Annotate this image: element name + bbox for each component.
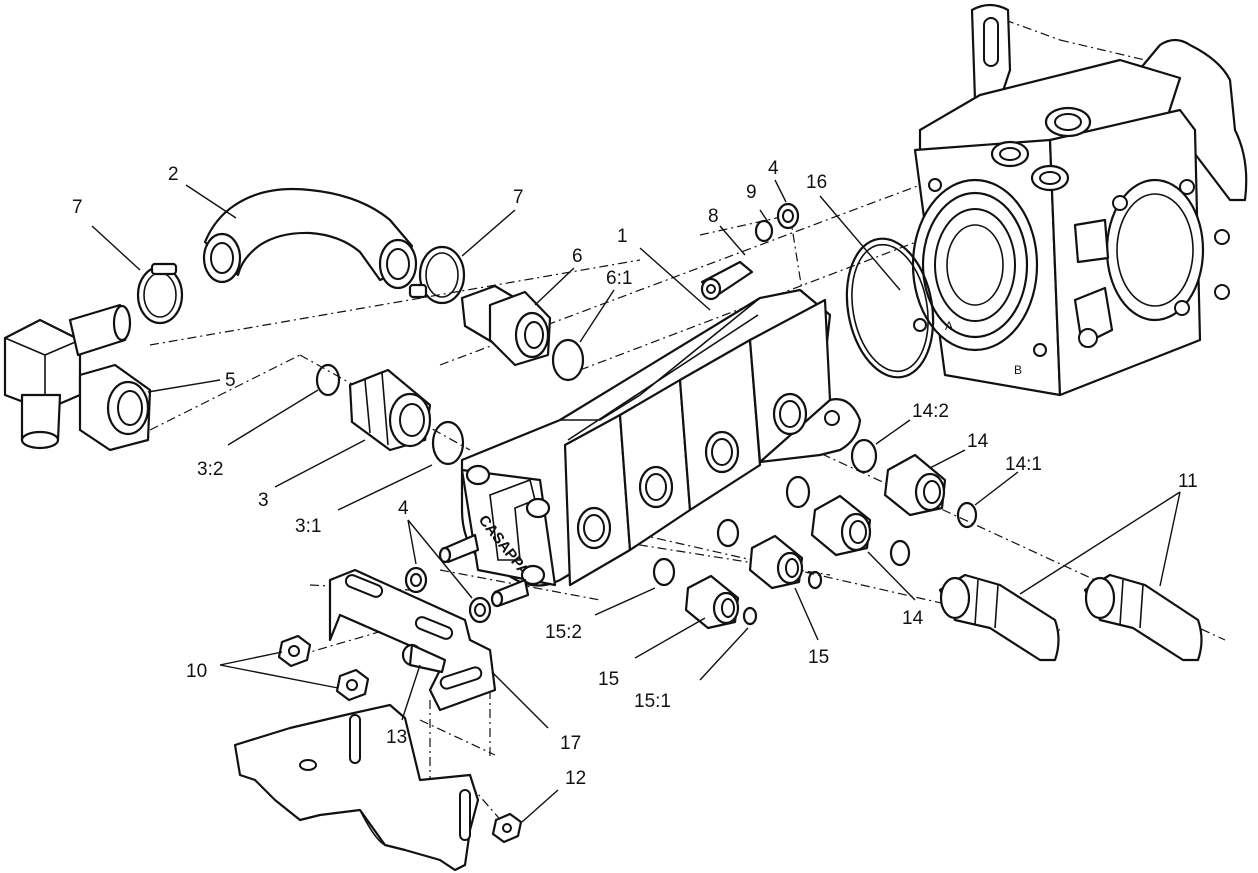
nut-10-lower (335, 668, 370, 702)
callout-4-lower: 4 (398, 498, 409, 519)
leader-lines (91, 179, 1181, 823)
o-ring-14-1 (956, 501, 978, 529)
callout-3-2: 3:2 (197, 459, 223, 480)
washer-4-lower-a (404, 566, 428, 594)
callout-12: 12 (565, 768, 586, 789)
o-ring-15-2 (652, 557, 676, 587)
o-ring-14-2 (850, 438, 878, 474)
bolt-13 (401, 643, 447, 674)
callout-17: 17 (560, 733, 581, 754)
o-ring-3-1 (431, 420, 465, 466)
callout-14-1: 14:1 (1005, 454, 1042, 475)
pump-housing: A B (911, 3, 1248, 397)
o-ring-15-upper-small (807, 570, 823, 590)
hydraulic-hose-11-left (938, 573, 1060, 662)
callout-14-2: 14:2 (912, 401, 949, 422)
callout-13: 13 (386, 727, 407, 748)
washer-4-lower-b (468, 596, 492, 624)
callout-15-lower: 15 (598, 669, 619, 690)
callout-1: 1 (617, 226, 628, 247)
o-ring-3-2 (315, 363, 341, 397)
callout-7-left: 7 (72, 197, 83, 218)
callout-15-1: 15:1 (634, 691, 671, 712)
callout-7-right: 7 (513, 187, 524, 208)
callout-2: 2 (168, 164, 179, 185)
cast-mark-b: B (1014, 363, 1022, 377)
fitting-15-upper (748, 534, 804, 590)
o-ring-15-1 (742, 606, 758, 626)
fitting-6 (460, 284, 552, 367)
bracket-17 (328, 568, 497, 712)
o-ring-14-lower-a (785, 475, 811, 509)
screw-8 (700, 260, 754, 301)
callout-3: 3 (258, 490, 269, 511)
fitting-14-lower (810, 494, 872, 557)
callout-6-1: 6:1 (606, 268, 632, 289)
hose-2 (202, 187, 418, 290)
lock-washer-9 (754, 219, 774, 243)
callout-3-1: 3:1 (295, 516, 321, 537)
callout-15-upper: 15 (808, 647, 829, 668)
o-ring-6-1 (551, 338, 585, 382)
callout-14-upper: 14 (967, 431, 989, 452)
callout-11: 11 (1178, 471, 1198, 492)
washer-4-top (776, 202, 800, 230)
callout-14-lower: 14 (902, 608, 924, 629)
o-ring-15-upper (716, 518, 740, 548)
nut-10-upper (277, 634, 312, 668)
mounting-plate (233, 703, 480, 872)
callout-5: 5 (225, 370, 236, 391)
callout-8: 8 (708, 206, 719, 227)
o-ring-14-lower-b (889, 539, 911, 567)
fitting-3 (348, 368, 432, 452)
callout-6: 6 (572, 246, 583, 267)
gear-pump-assembly: CASAPPA (438, 288, 862, 608)
nut-12 (491, 812, 523, 844)
callout-16: 16 (806, 172, 827, 193)
hydraulic-hose-11-right (1083, 573, 1203, 662)
callout-labels: 2 7 7 6 6:1 1 8 9 4 16 5 3:2 3 3:1 4 14:… (72, 158, 1198, 789)
elbow-fitting-5 (3, 303, 152, 452)
callout-4-top: 4 (768, 158, 779, 179)
callout-15-2: 15:2 (545, 622, 582, 643)
cast-mark-a: A (945, 319, 953, 333)
fitting-14-upper (883, 453, 947, 517)
callout-9: 9 (746, 182, 757, 203)
hose-clamp-7-right (408, 245, 466, 305)
fitting-15-lower (684, 574, 740, 630)
hose-clamp-7-left (136, 262, 184, 325)
callout-10: 10 (186, 661, 207, 682)
o-ring-16 (845, 237, 935, 379)
